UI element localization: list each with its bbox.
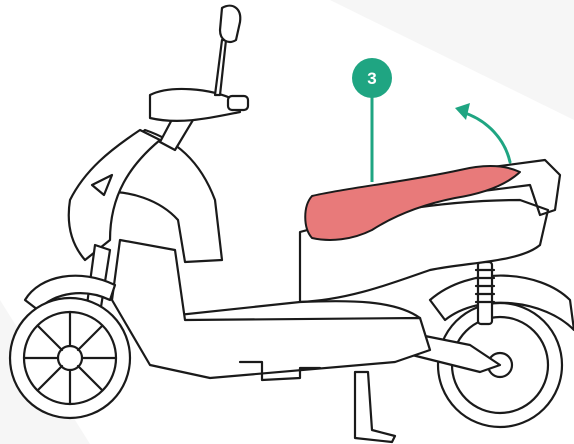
- curved-arrow-icon: [455, 103, 510, 162]
- mirror-stem: [215, 40, 226, 95]
- callout-number: 3: [367, 69, 376, 88]
- kickstand: [355, 372, 395, 442]
- callout-3: 3: [352, 58, 392, 182]
- handlebar-grip: [228, 96, 248, 110]
- front-wheel: [10, 298, 130, 418]
- mirror: [220, 6, 240, 42]
- rear-shock: [476, 262, 494, 324]
- handlebar-cowl: [150, 89, 240, 121]
